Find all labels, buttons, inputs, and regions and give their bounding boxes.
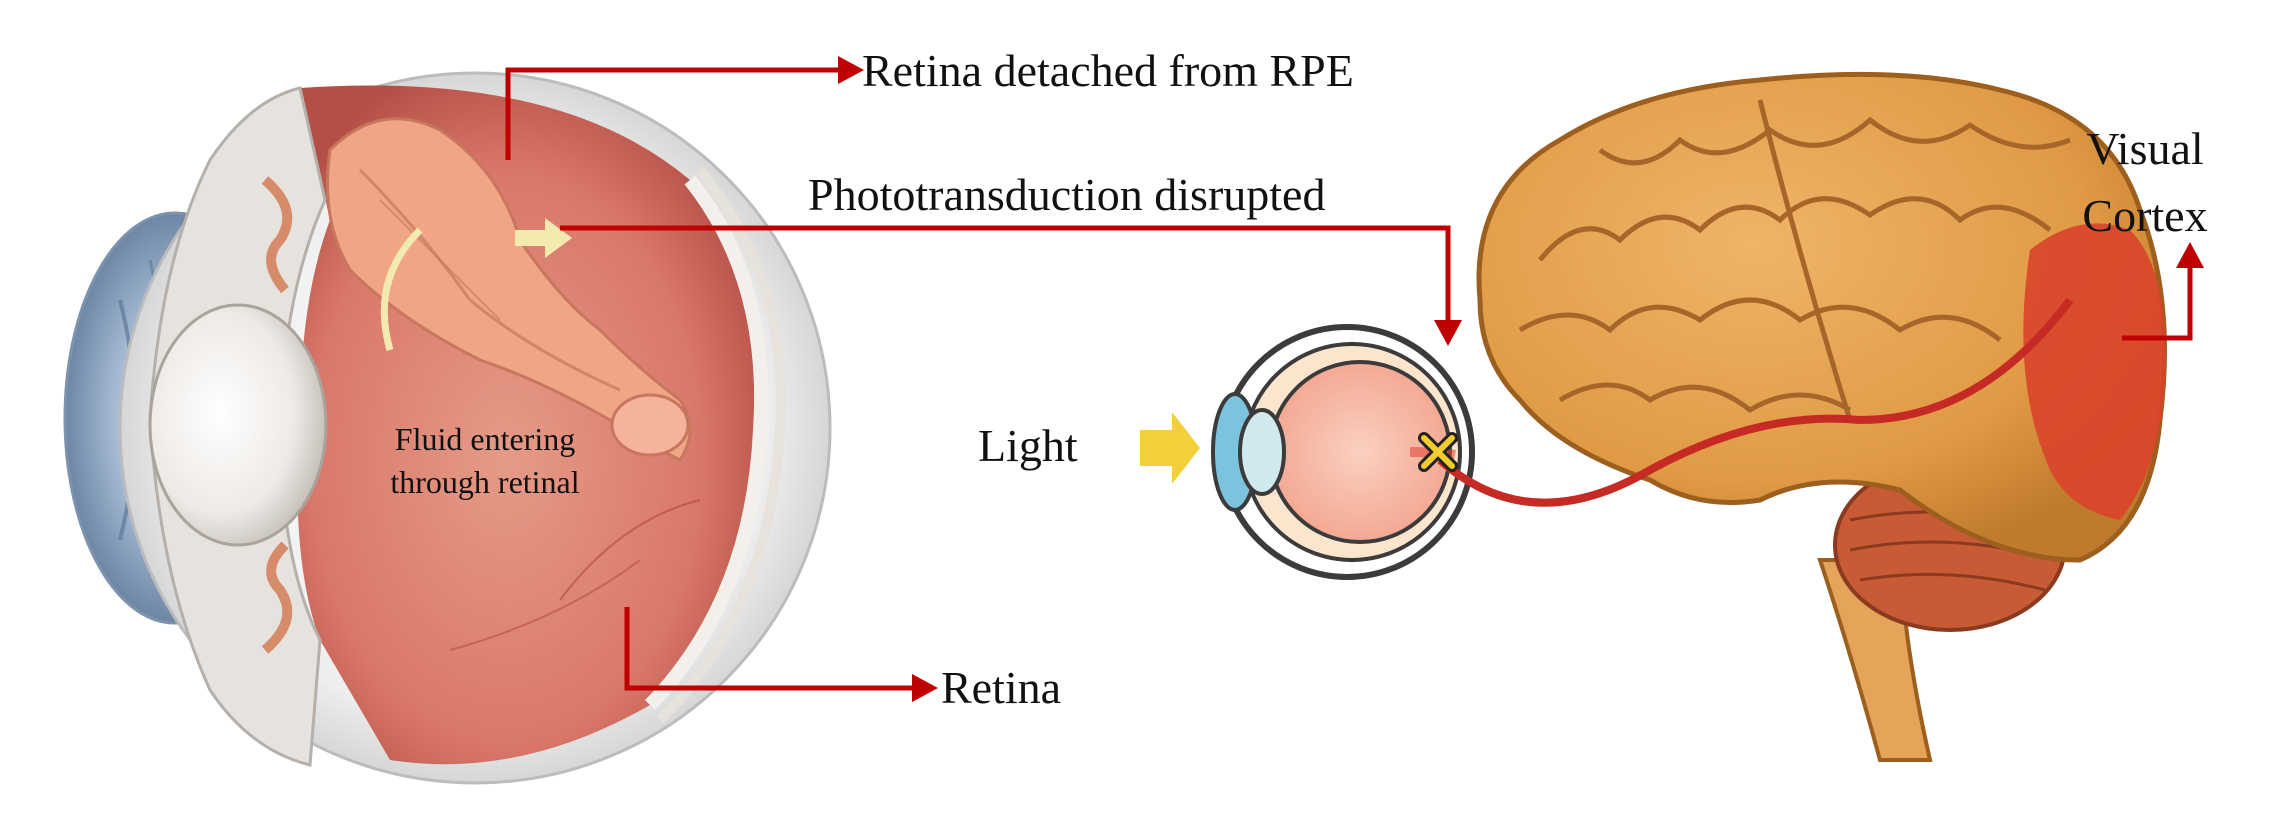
label-fluid-entering: Fluid entering through retinal	[365, 418, 605, 504]
light-arrow-icon	[1140, 412, 1200, 484]
label-visual-cortex-line2: Cortex	[2082, 189, 2208, 241]
label-light: Light	[978, 420, 1078, 471]
brain-icon	[1437, 71, 2167, 762]
visual-cortex-pointer-arrow	[2122, 242, 2204, 341]
optic-pathway	[1437, 297, 2074, 507]
label-phototransduction-disrupted: Phototransduction disrupted	[808, 169, 1326, 220]
label-visual-cortex: Visual Cortex	[2045, 116, 2245, 249]
label-fluid-line1: Fluid entering	[394, 421, 576, 457]
eye-icon	[1211, 324, 1475, 580]
label-fluid-line2: through retinal	[390, 464, 580, 501]
phototransduction-pointer-arrow	[560, 225, 1462, 346]
fluid-arrow-icon	[515, 218, 572, 258]
lens-icon	[148, 303, 328, 547]
x-mark-icon	[1418, 432, 1458, 472]
visual-cortex	[2023, 223, 2166, 521]
detached-retina-flap	[326, 117, 692, 462]
label-retina-detached-from-rpe: Retina detached from RPE	[862, 45, 1354, 96]
label-visual-cortex-line1: Visual	[2086, 123, 2204, 174]
retina-pointer-arrow	[624, 607, 938, 702]
eye-cross-section-icon	[63, 71, 832, 785]
rpe-pointer-arrow	[505, 56, 864, 160]
label-retina: Retina	[941, 662, 1062, 713]
